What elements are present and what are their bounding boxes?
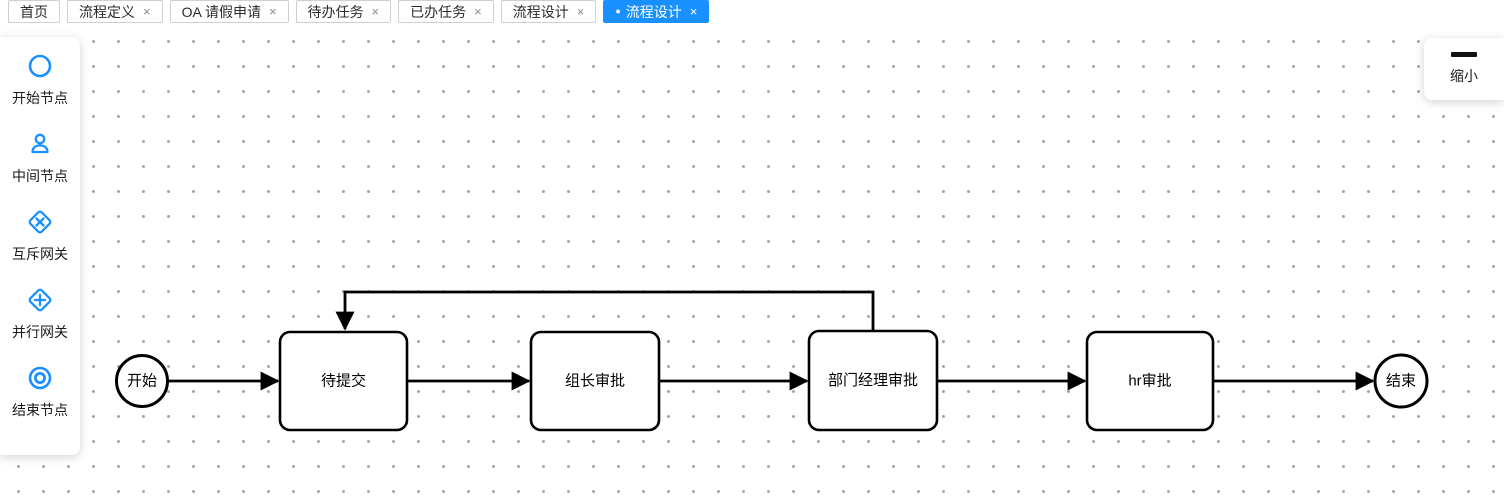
close-icon[interactable]: × xyxy=(268,4,277,19)
node-start[interactable]: 开始 xyxy=(115,354,169,408)
tab-label: 流程设计 xyxy=(625,3,682,20)
tab-done-tasks[interactable]: 已办任务 × xyxy=(398,0,494,23)
exclusive-gateway-icon xyxy=(27,209,53,235)
tab-bar: 首页 流程定义 × OA 请假申请 × 待办任务 × 已办任务 × 流程设计 ×… xyxy=(0,0,1504,24)
tab-process-design-active[interactable]: ● 流程设计 × xyxy=(603,0,710,23)
node-hr-approve[interactable]: hr审批 xyxy=(1085,330,1215,432)
node-pending-submit[interactable]: 待提交 xyxy=(278,330,409,432)
close-icon[interactable]: × xyxy=(689,4,698,19)
tab-label: 待办任务 xyxy=(307,3,364,20)
palette-item-label: 并行网关 xyxy=(12,324,68,340)
close-icon[interactable]: × xyxy=(143,4,151,19)
tab-home[interactable]: 首页 xyxy=(8,0,60,23)
node-end[interactable]: 结束 xyxy=(1373,353,1429,409)
palette-item-end-node[interactable]: 结束节点 xyxy=(0,365,80,443)
zoom-out-label: 缩小 xyxy=(1450,68,1478,84)
palette-item-label: 中间节点 xyxy=(12,168,68,184)
tab-todo-tasks[interactable]: 待办任务 × xyxy=(295,0,392,23)
parallel-gateway-icon xyxy=(27,287,53,313)
node-label: 组长审批 xyxy=(565,373,625,390)
node-label: 开始 xyxy=(127,373,157,390)
node-label: 待提交 xyxy=(321,372,366,390)
edge-loopback-manager-to-pending xyxy=(335,290,875,331)
tab-label: 流程定义 xyxy=(79,3,135,20)
tab-process-definition[interactable]: 流程定义 × xyxy=(67,0,163,23)
close-icon[interactable]: × xyxy=(371,4,380,19)
node-manager-approve[interactable]: 部门经理审批 xyxy=(807,329,939,432)
palette-item-user-node[interactable]: 中间节点 xyxy=(0,131,80,209)
tab-label: OA 请假申请 xyxy=(181,3,261,20)
palette-item-label: 结束节点 xyxy=(12,402,68,418)
tab-oa-leave-request[interactable]: OA 请假申请 × xyxy=(169,0,289,23)
active-dot-icon: ● xyxy=(615,6,621,16)
node-palette: 开始节点 中间节点 互斥网关 并行网关 xyxy=(0,37,80,455)
close-icon[interactable]: × xyxy=(576,4,585,19)
user-node-icon xyxy=(27,131,53,157)
palette-item-label: 互斥网关 xyxy=(12,246,68,262)
close-icon[interactable]: × xyxy=(474,4,482,19)
end-node-icon xyxy=(27,365,53,391)
palette-item-exclusive-gateway[interactable]: 互斥网关 xyxy=(0,209,80,287)
palette-item-start-node[interactable]: 开始节点 xyxy=(0,53,80,131)
node-leader-approve[interactable]: 组长审批 xyxy=(529,330,661,432)
tab-label: 已办任务 xyxy=(410,3,467,20)
tab-label: 首页 xyxy=(20,3,48,20)
node-label: 结束 xyxy=(1386,373,1416,390)
node-label: hr审批 xyxy=(1128,373,1171,390)
start-node-icon xyxy=(27,53,53,79)
palette-item-parallel-gateway[interactable]: 并行网关 xyxy=(0,287,80,365)
design-canvas[interactable] xyxy=(0,24,1504,500)
minus-icon xyxy=(1451,52,1477,57)
tab-label: 流程设计 xyxy=(512,3,569,20)
node-label: 部门经理审批 xyxy=(828,372,918,389)
zoom-out-button[interactable]: 缩小 xyxy=(1424,38,1504,100)
palette-item-label: 开始节点 xyxy=(12,90,68,106)
tab-process-design[interactable]: 流程设计 × xyxy=(500,0,597,23)
